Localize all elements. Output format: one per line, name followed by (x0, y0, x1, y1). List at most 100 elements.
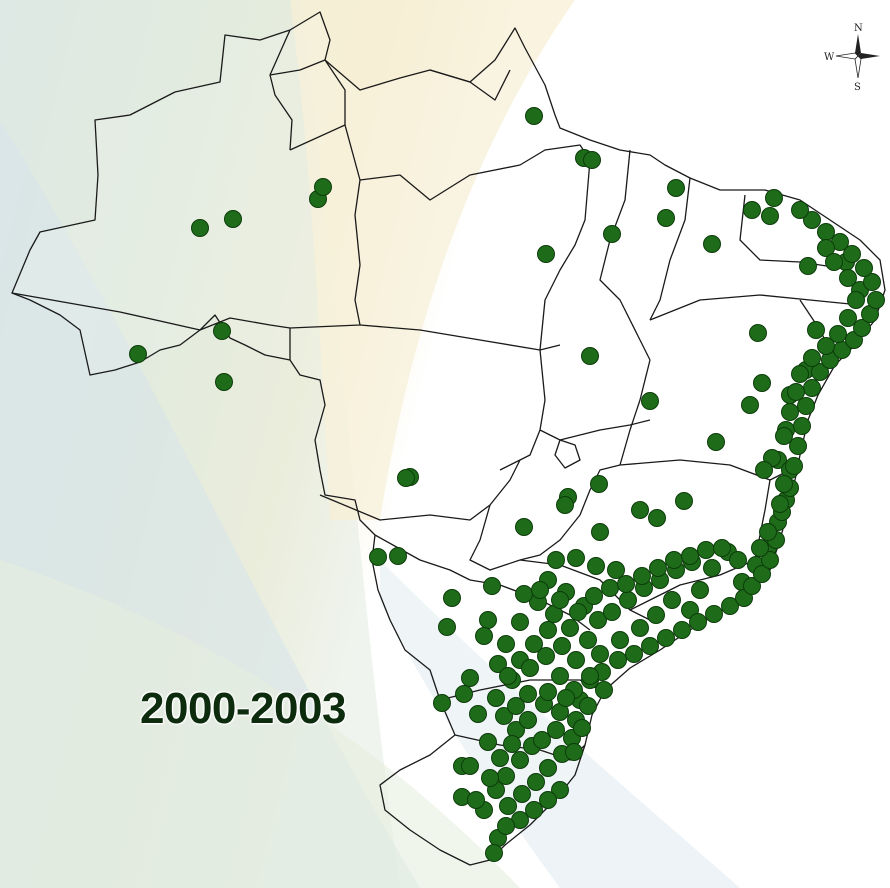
occurrence-marker (807, 321, 825, 339)
occurrence-marker (511, 751, 529, 769)
occurrence-marker (603, 225, 621, 243)
occurrence-marker (607, 561, 625, 579)
border-pi-ce (649, 177, 691, 321)
occurrence-marker (443, 589, 461, 607)
occurrence-marker (689, 613, 707, 631)
occurrence-marker (749, 324, 767, 342)
occurrence-marker (129, 345, 147, 363)
occurrence-marker (507, 697, 525, 715)
occurrence-marker (461, 757, 479, 775)
occurrence-marker (707, 433, 725, 451)
occurrence-marker (438, 618, 456, 636)
occurrence-marker (487, 689, 505, 707)
occurrence-marker (797, 397, 815, 415)
border-mt-go (499, 429, 541, 471)
occurrence-marker (567, 549, 585, 567)
occurrence-marker (397, 469, 415, 487)
background-band-lower (0, 560, 520, 888)
occurrence-marker (515, 518, 533, 536)
occurrence-marker (771, 495, 789, 513)
occurrence-marker (743, 577, 761, 595)
occurrence-marker (551, 667, 569, 685)
occurrence-marker (215, 373, 233, 391)
occurrence-marker (791, 365, 809, 383)
border-pa-mt (359, 324, 561, 351)
occurrence-marker (539, 759, 557, 777)
occurrence-marker (587, 557, 605, 575)
occurrence-marker (519, 711, 537, 729)
compass-north-label: N (854, 23, 863, 34)
occurrence-marker (489, 655, 507, 673)
occurrence-marker (191, 219, 209, 237)
occurrence-marker (539, 683, 557, 701)
occurrence-marker (787, 383, 805, 401)
occurrence-marker (515, 585, 533, 603)
occurrence-marker (775, 475, 793, 493)
occurrence-marker (491, 749, 509, 767)
occurrence-marker (475, 627, 493, 645)
occurrence-marker (741, 396, 759, 414)
occurrence-marker (595, 681, 613, 699)
occurrence-marker (590, 475, 608, 493)
occurrence-marker (619, 591, 637, 609)
occurrence-marker (847, 291, 865, 309)
occurrence-marker (825, 253, 843, 271)
occurrence-marker (513, 785, 531, 803)
occurrence-markers (129, 107, 885, 862)
occurrence-marker (765, 189, 783, 207)
occurrence-marker (781, 403, 799, 421)
border-mt-ms (319, 459, 521, 521)
occurrence-marker (581, 667, 599, 685)
occurrence-marker (843, 245, 861, 263)
occurrence-marker (697, 541, 715, 559)
border-ba-west (619, 359, 651, 466)
occurrence-marker (803, 349, 821, 367)
occurrence-marker (617, 575, 635, 593)
occurrence-marker (583, 151, 601, 169)
occurrence-marker (213, 322, 231, 340)
occurrence-marker (469, 705, 487, 723)
occurrence-marker (853, 319, 871, 337)
occurrence-marker (817, 337, 835, 355)
border-sp-mg (519, 559, 651, 621)
occurrence-marker (811, 363, 829, 381)
occurrence-marker (497, 767, 515, 785)
occurrence-marker (817, 239, 835, 257)
occurrence-marker (753, 374, 771, 392)
occurrence-marker (691, 581, 709, 599)
occurrence-marker (721, 597, 739, 615)
occurrence-marker (495, 707, 513, 725)
occurrence-marker (483, 577, 501, 595)
occurrence-marker (499, 797, 517, 815)
occurrence-marker (525, 635, 543, 653)
occurrence-marker (791, 201, 809, 219)
occurrence-marker (537, 245, 555, 263)
occurrence-marker (647, 606, 665, 624)
occurrence-marker (789, 437, 807, 455)
occurrence-marker (703, 559, 721, 577)
occurrence-marker (761, 551, 779, 569)
occurrence-marker (565, 743, 583, 761)
occurrence-marker (799, 257, 817, 275)
occurrence-marker (485, 844, 503, 862)
occurrence-marker (785, 457, 803, 475)
occurrence-marker (479, 611, 497, 629)
border-ms-sp (469, 504, 521, 571)
background-band-sweep (380, 560, 740, 888)
occurrence-marker (539, 621, 557, 639)
occurrence-marker (743, 201, 761, 219)
occurrence-marker (775, 427, 793, 445)
occurrence-marker (531, 581, 549, 599)
occurrence-marker (803, 211, 821, 229)
occurrence-marker (503, 735, 521, 753)
occurrence-marker (557, 689, 575, 707)
occurrence-marker (553, 637, 571, 655)
occurrence-marker (803, 379, 821, 397)
border-ma-pi (599, 149, 651, 361)
occurrence-marker (665, 551, 683, 569)
occurrence-marker (547, 551, 565, 569)
occurrence-marker (369, 548, 387, 566)
occurrence-marker (625, 645, 643, 663)
occurrence-marker (519, 685, 537, 703)
